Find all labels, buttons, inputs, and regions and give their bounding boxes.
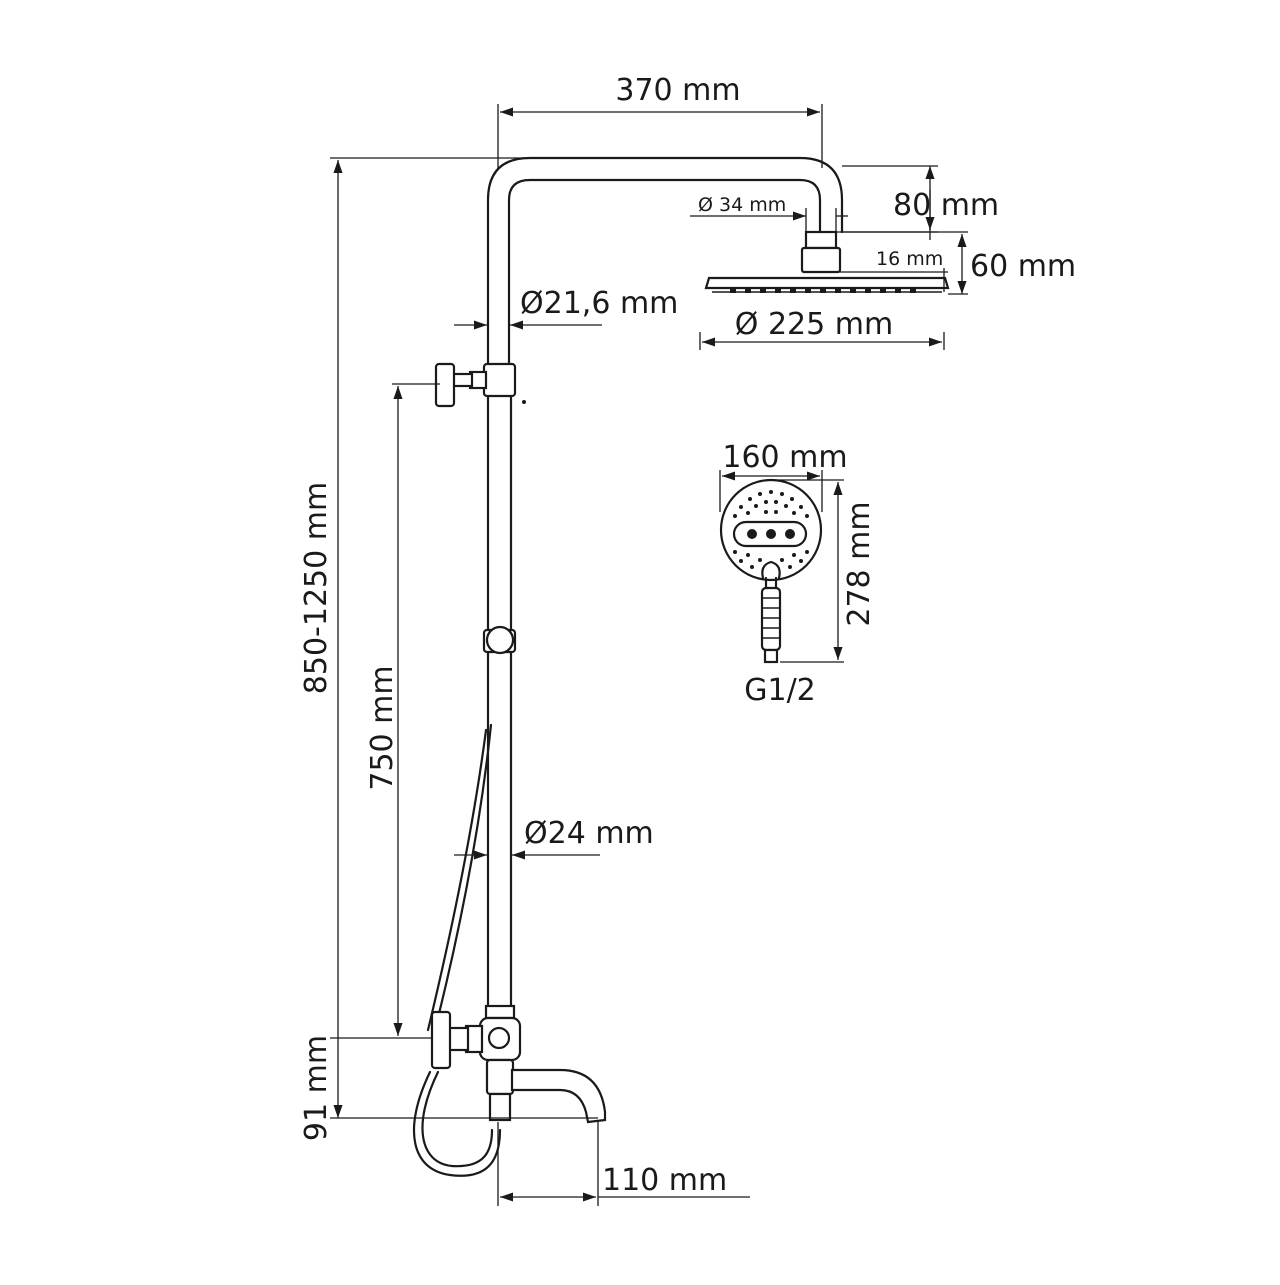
label-handshower-length: 278 mm <box>842 501 877 626</box>
label-lower-pipe-diameter: Ø24 mm <box>524 816 654 851</box>
dim-total-height: 850-1250 mm <box>299 157 530 1118</box>
dim-connector: Ø 34 mm <box>690 194 848 232</box>
label-spout-reach: 110 mm <box>602 1163 727 1198</box>
label-head-height: 60 mm <box>970 249 1076 284</box>
dim-head-drop: 80 mm <box>836 165 999 240</box>
label-connector-diameter: Ø 34 mm <box>698 194 786 216</box>
bath-spout <box>510 1068 607 1124</box>
dim-upper-pipe: Ø21,6 mm <box>454 286 678 330</box>
label-total-height: 850-1250 mm <box>299 482 334 694</box>
shower-hose <box>412 723 502 1177</box>
height-adjust-clamp <box>482 625 517 655</box>
dim-head-diameter: Ø 225 mm <box>699 307 945 350</box>
dim-handshower-width: 160 mm <box>719 440 848 512</box>
rain-shower-head <box>704 230 950 293</box>
dim-arm-length: 370 mm <box>497 73 823 168</box>
label-handshower-height: 750 mm <box>365 665 400 790</box>
label-upper-pipe-diameter: Ø21,6 mm <box>520 286 678 321</box>
label-thread: G1/2 <box>744 673 816 708</box>
label-handshower-width: 160 mm <box>722 440 847 475</box>
mixer-body <box>430 1004 522 1122</box>
dim-lower-pipe: Ø24 mm <box>454 816 654 860</box>
shower-column <box>486 156 844 1012</box>
label-head-thickness: 16 mm <box>876 248 943 270</box>
dim-spout-reach: 110 mm <box>497 1122 750 1206</box>
label-head-drop: 80 mm <box>893 188 999 223</box>
dim-handshower-length: 278 mm <box>776 479 877 663</box>
dim-spout-height: 91 mm <box>299 1035 598 1141</box>
label-spout-height: 91 mm <box>299 1035 334 1141</box>
label-arm-length: 370 mm <box>615 73 740 108</box>
slide-holder-knob <box>434 362 526 408</box>
dim-handshower-height: 750 mm <box>365 383 440 1036</box>
dim-head-height: 60 mm 16 mm <box>840 231 1076 295</box>
label-head-diameter: Ø 225 mm <box>735 307 893 342</box>
hand-shower-detail <box>719 478 823 664</box>
